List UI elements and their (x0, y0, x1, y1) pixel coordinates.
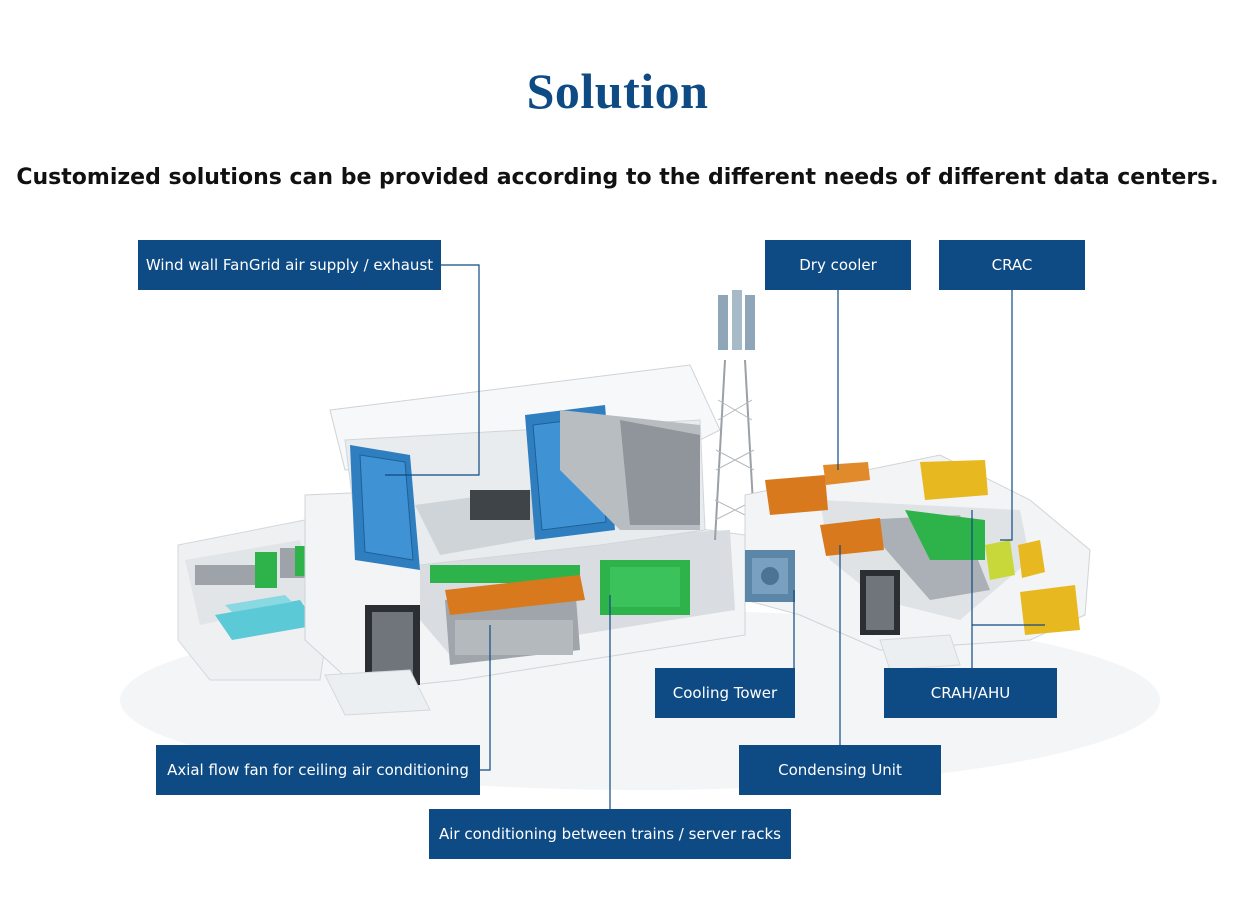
label-crah-ahu: CRAH/AHU (884, 668, 1057, 718)
label-wind-wall: Wind wall FanGrid air supply / exhaust (138, 240, 441, 290)
label-condensing-unit: Condensing Unit (739, 745, 941, 795)
label-dry-cooler: Dry cooler (765, 240, 911, 290)
label-inrow-ac: Air conditioning between trains / server… (429, 809, 791, 859)
label-axial-fan: Axial flow fan for ceiling air condition… (156, 745, 480, 795)
label-crac: CRAC (939, 240, 1085, 290)
label-cooling-tower: Cooling Tower (655, 668, 795, 718)
